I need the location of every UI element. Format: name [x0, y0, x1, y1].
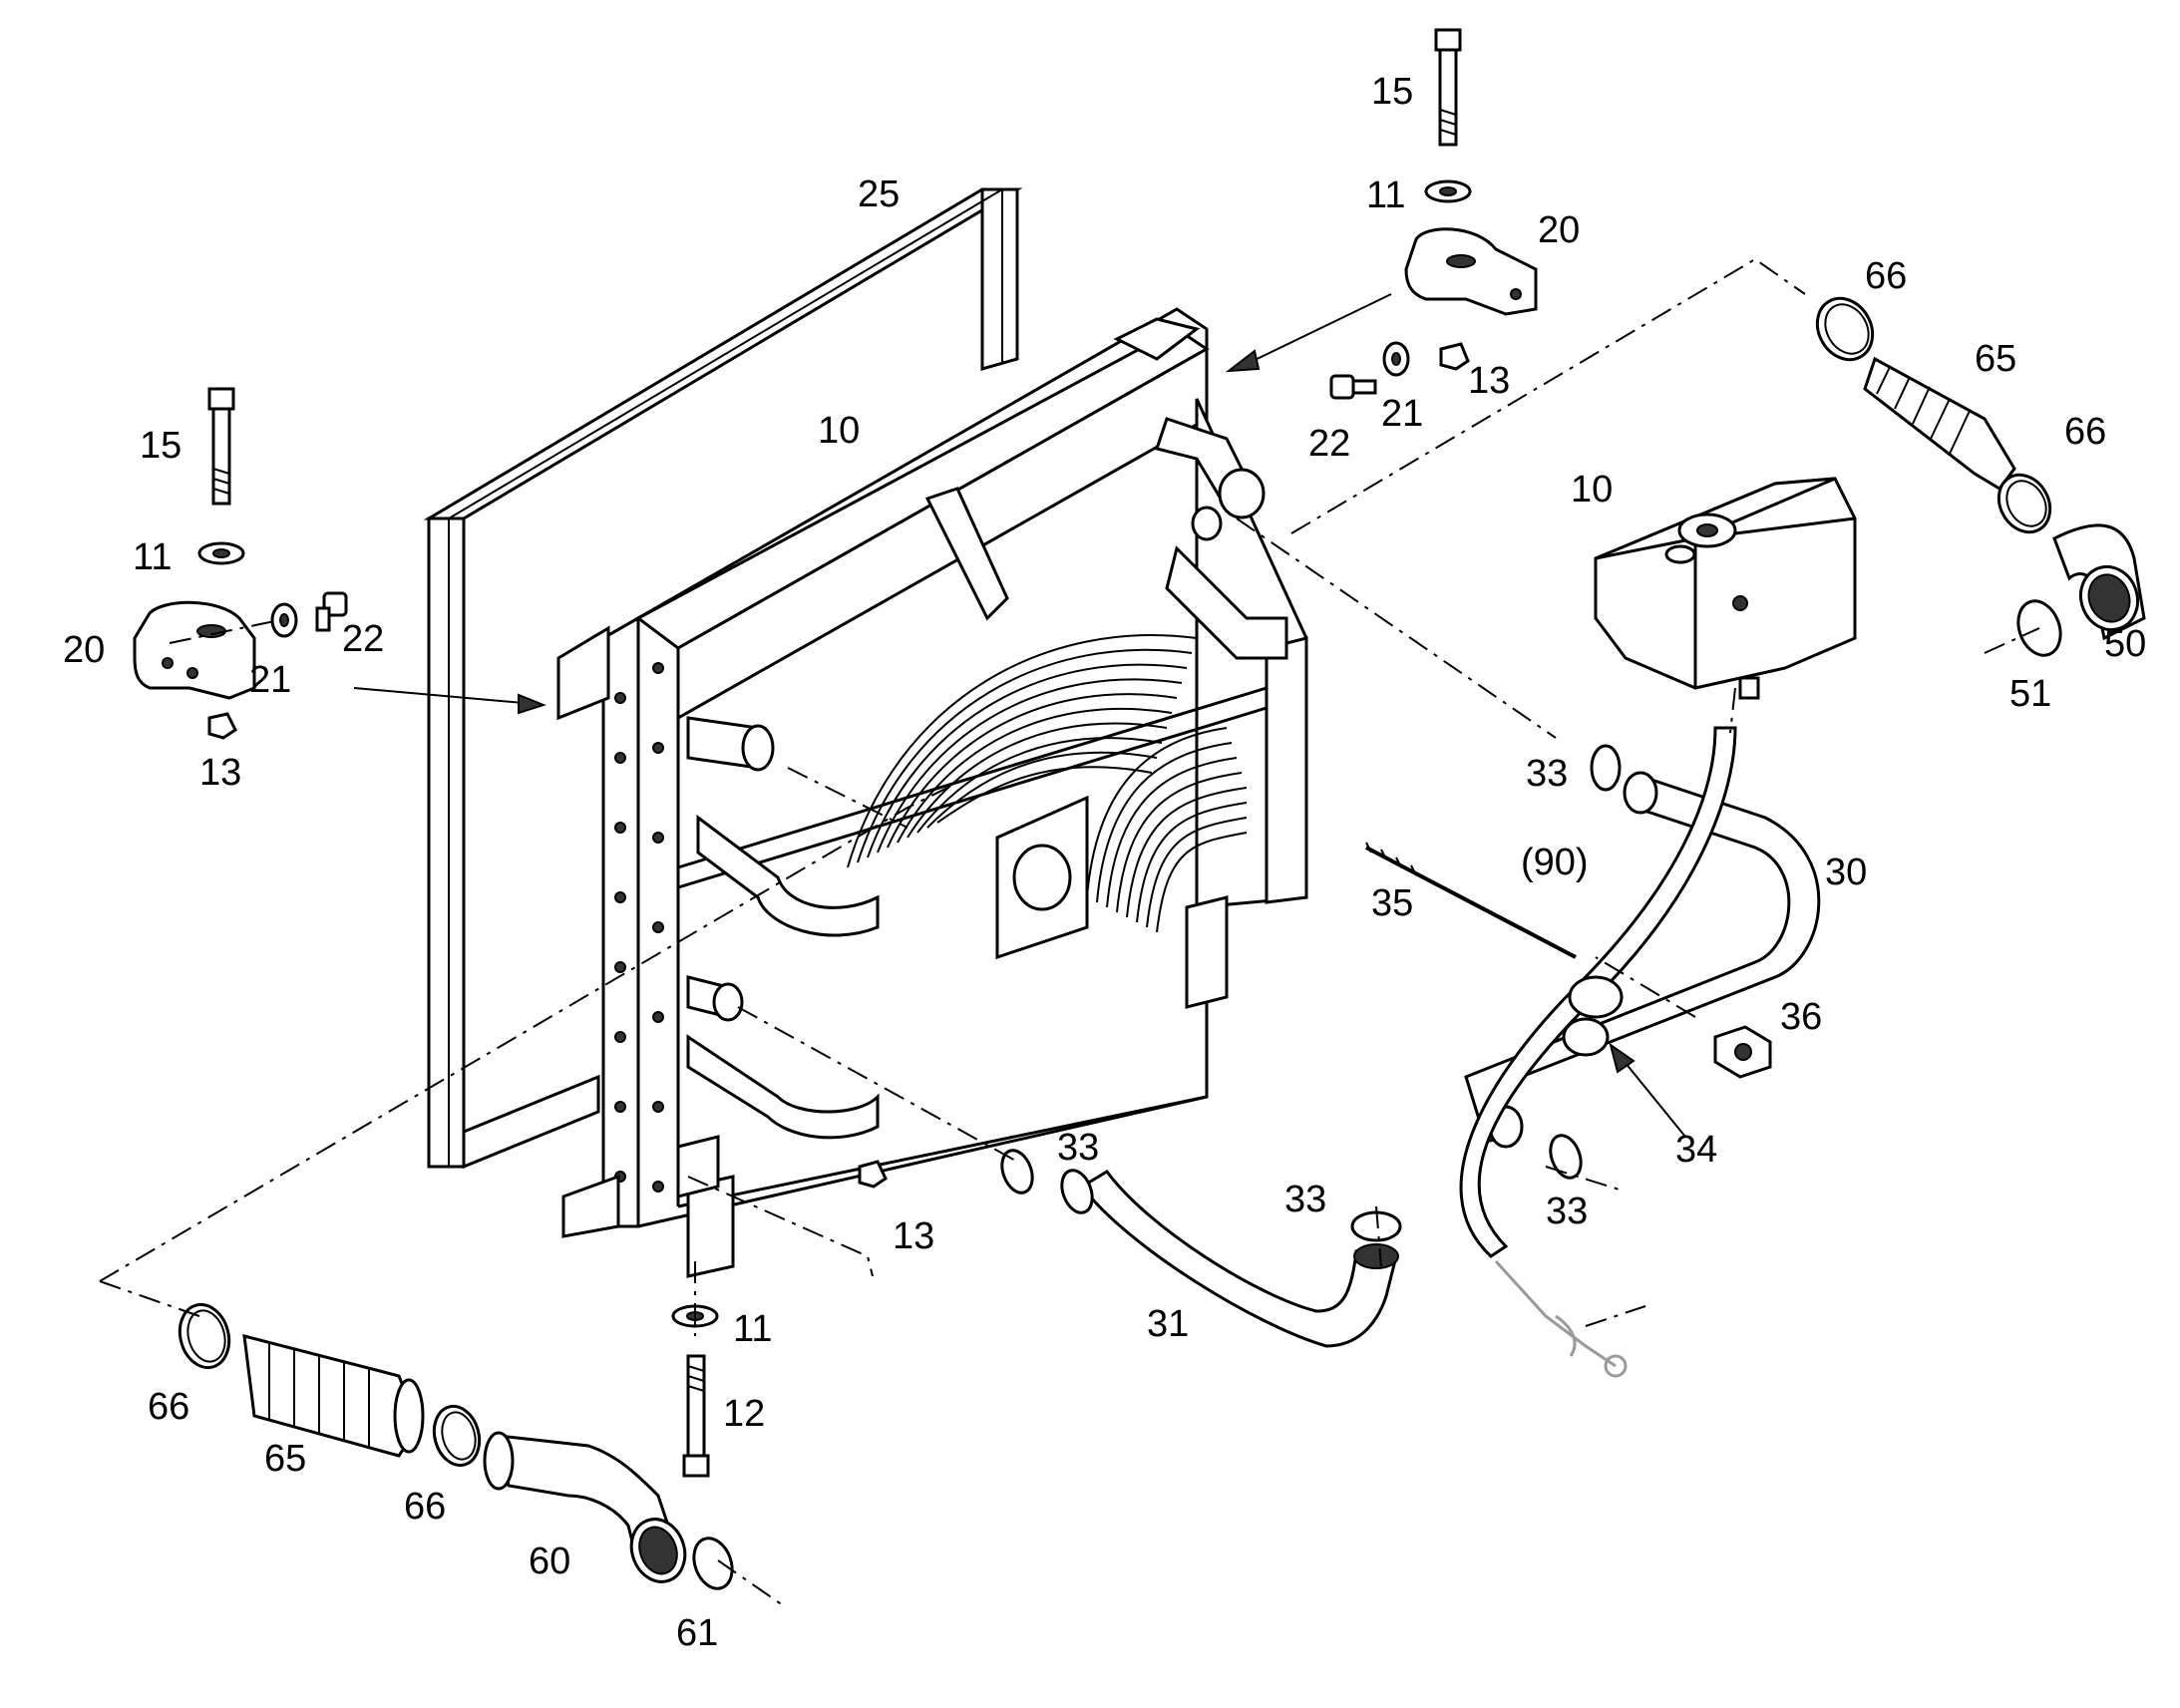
callout-66-d: 66 [404, 1486, 446, 1528]
callout-13-left: 13 [199, 752, 241, 794]
left-bracket-20 [133, 600, 256, 700]
bottom-nut-13 [858, 1160, 888, 1189]
callout-20-top: 20 [1538, 209, 1580, 251]
radiator-tubes [686, 417, 1288, 1140]
expansion-tank-10 [1594, 477, 1857, 700]
callout-34: 34 [1675, 1129, 1717, 1171]
callout-21-left: 21 [249, 659, 291, 701]
top-washer-21 [1382, 341, 1410, 377]
callout-11-top: 11 [1366, 174, 1405, 216]
clamp-33-b [1000, 1149, 1034, 1195]
callout-labels: 15 11 20 25 66 65 66 13 21 22 10 15 10 5… [63, 71, 2146, 1654]
clamp-33-a [1590, 744, 1622, 792]
top-bolt-15 [1434, 28, 1462, 147]
left-washer-11 [197, 541, 245, 565]
callout-12: 12 [723, 1393, 765, 1435]
callout-60: 60 [529, 1540, 570, 1582]
callout-20-left: 20 [63, 629, 105, 671]
pipe-30 [1464, 771, 1821, 1149]
stud-35 [1365, 842, 1577, 959]
clamp-66-upper-b [1997, 473, 2052, 534]
callout-33-b: 33 [1057, 1127, 1099, 1169]
top-bracket-20 [1404, 227, 1538, 316]
top-washer-11 [1424, 179, 1472, 203]
callout-15-left: 15 [140, 425, 182, 467]
callout-30: 30 [1825, 852, 1867, 893]
callout-21-top: 21 [1381, 393, 1423, 435]
callout-61: 61 [676, 1612, 718, 1654]
callout-51: 51 [2009, 673, 2051, 715]
assembly-lines [99, 257, 2040, 1606]
o-ring-51 [2016, 599, 2062, 657]
callout-66-b: 66 [2064, 411, 2106, 453]
callout-65-a: 65 [1975, 338, 2016, 380]
callout-50: 50 [2104, 623, 2146, 665]
fan-shroud [677, 634, 1268, 960]
o-ring-61 [692, 1537, 734, 1590]
callout-33-c: 33 [1284, 1179, 1326, 1220]
callout-90: (90) [1521, 842, 1589, 883]
frame-seal-25 [423, 187, 1023, 1170]
callout-10-tank: 10 [1571, 469, 1613, 511]
clamp-66-lower-a [178, 1302, 231, 1370]
callout-13-bottom: 13 [893, 1215, 934, 1257]
callout-10-rad: 10 [818, 410, 860, 452]
callout-35: 35 [1371, 882, 1413, 924]
left-nut-13 [207, 712, 237, 740]
pointer-arrows [353, 293, 1686, 1138]
hose-65-lower [242, 1333, 425, 1458]
bracket-34 [1562, 975, 1624, 1057]
left-washer-21 [270, 602, 298, 638]
elbow-pipe-50 [2052, 523, 2146, 641]
callout-22-left: 22 [342, 618, 384, 660]
callout-36: 36 [1780, 996, 1822, 1038]
callout-33-a: 33 [1526, 753, 1568, 795]
bottom-bolt-12 [682, 1354, 710, 1478]
callout-66-c: 66 [148, 1386, 189, 1428]
callout-11-left: 11 [133, 536, 172, 578]
callout-13-top: 13 [1468, 360, 1510, 402]
pipe-60 [483, 1431, 687, 1583]
clamp-66-lower-b [432, 1404, 482, 1468]
top-nut-13 [1439, 342, 1470, 371]
callout-15-top: 15 [1371, 71, 1413, 113]
callout-66-a: 66 [1865, 255, 1907, 297]
left-bolt-15 [207, 387, 235, 506]
top-screw-22 [1329, 374, 1377, 400]
callout-31: 31 [1147, 1303, 1189, 1345]
clamp-33-d [1549, 1134, 1583, 1180]
callout-33-d: 33 [1546, 1191, 1588, 1232]
left-screw-22 [315, 591, 348, 632]
callout-25: 25 [858, 173, 900, 215]
callout-22-top: 22 [1308, 423, 1350, 465]
callout-11-bottom: 11 [733, 1308, 772, 1350]
callout-65-b: 65 [264, 1438, 306, 1480]
clamp-66-upper-a [1815, 296, 1875, 362]
nut-36 [1713, 1025, 1772, 1079]
hose-31 [1060, 1169, 1399, 1348]
